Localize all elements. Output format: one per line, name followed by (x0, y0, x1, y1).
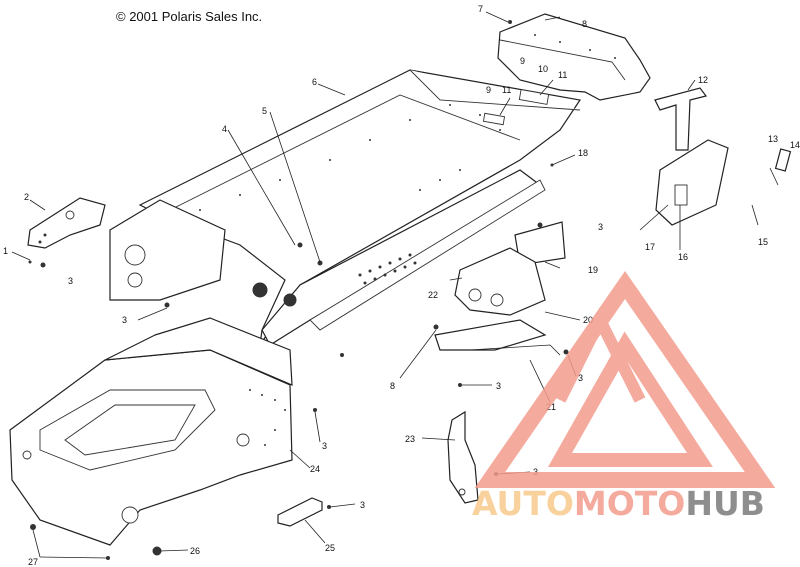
callout-20: 20 (583, 315, 593, 325)
callout-11: 11 (502, 85, 511, 95)
watermark-logo: AUTOMOTOHUB (472, 270, 776, 523)
callout-6: 6 (312, 77, 317, 87)
watermark-auto: AUTO (472, 484, 574, 523)
rear-flap (497, 13, 651, 101)
callout-8: 8 (582, 19, 587, 29)
callout-8: 8 (390, 381, 395, 391)
watermark-hub: HUB (685, 484, 765, 523)
logo-triangle-inner (548, 331, 713, 467)
bumper-12 (654, 87, 708, 151)
front-frame (9, 317, 293, 546)
logo-triangle-outer (474, 270, 776, 488)
callout-11: 11 (558, 70, 567, 80)
tunnel (109, 69, 582, 346)
callout-4: 4 (222, 124, 227, 134)
callout-15: 15 (758, 237, 768, 247)
leader-lines (11, 11, 696, 559)
callout-labels: 1 2 3 4 5 6 7 8 9 10 11 9 11 12 13 14 18… (3, 4, 800, 567)
callout-17: 17 (645, 242, 655, 252)
callout-12: 12 (698, 75, 708, 85)
logo-mark (554, 306, 646, 403)
bracket-25 (277, 497, 323, 527)
callout-25: 25 (325, 543, 335, 553)
engine-mount (434, 221, 566, 356)
callout-14: 14 (790, 140, 800, 150)
callout-3: 3 (322, 441, 327, 451)
callout-3: 3 (68, 276, 73, 286)
callout-23: 23 (405, 434, 415, 444)
callout-2: 2 (24, 192, 29, 202)
callout-13: 13 (768, 134, 778, 144)
callout-18: 18 (578, 148, 588, 158)
copyright-notice: © 2001 Polaris Sales Inc. (116, 9, 263, 24)
side-plate-23 (447, 410, 479, 504)
callout-27: 27 (28, 557, 38, 567)
callout-10: 10 (538, 64, 548, 74)
callout-3: 3 (598, 222, 603, 232)
callout-3: 3 (496, 381, 501, 391)
callout-22: 22 (428, 290, 438, 300)
callout-3: 3 (360, 500, 365, 510)
hitch-plate (655, 139, 792, 226)
bracket-2 (27, 197, 106, 249)
watermark-moto: MOTO (574, 484, 685, 523)
callout-5: 5 (262, 106, 267, 116)
callout-24: 24 (310, 464, 320, 474)
callout-21: 21 (546, 402, 556, 412)
callout-7: 7 (478, 4, 483, 14)
callout-9: 9 (520, 56, 525, 66)
callout-3: 3 (578, 373, 583, 383)
callout-1: 1 (3, 246, 8, 256)
callout-19: 19 (588, 265, 598, 275)
callout-3: 3 (122, 315, 127, 325)
callout-26: 26 (190, 546, 200, 556)
callout-16: 16 (678, 252, 688, 262)
watermark-text: AUTOMOTOHUB (472, 484, 765, 523)
callout-9: 9 (486, 85, 491, 95)
